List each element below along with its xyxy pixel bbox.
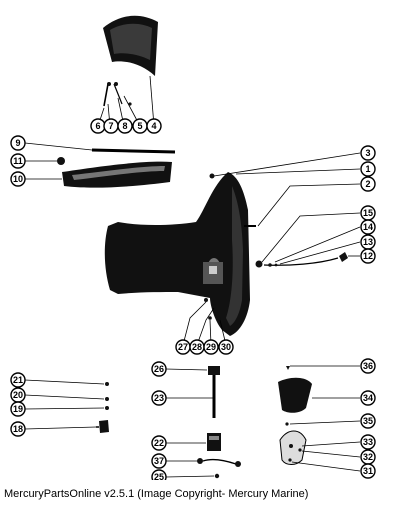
svg-text:8: 8 <box>122 121 127 131</box>
callout-30: 30 <box>218 339 234 355</box>
callout-7: 7 <box>103 118 119 134</box>
drive-shaft-housing-part <box>104 172 256 336</box>
svg-text:11: 11 <box>13 156 23 166</box>
leader-lines <box>24 75 361 478</box>
exhaust-tube-part <box>62 161 172 188</box>
callout-9: 9 <box>10 135 26 151</box>
svg-text:5: 5 <box>137 121 142 131</box>
svg-text:9: 9 <box>15 138 20 148</box>
callout-27: 27 <box>175 339 191 355</box>
shift-link-part <box>255 252 348 268</box>
svg-text:18: 18 <box>13 424 23 434</box>
callout-2: 2 <box>360 176 376 192</box>
cable-part <box>197 458 241 467</box>
svg-text:28: 28 <box>192 342 202 352</box>
callout-15: 15 <box>360 205 376 221</box>
callout-28: 28 <box>189 339 205 355</box>
svg-text:33: 33 <box>363 437 373 447</box>
callout-25: 25 <box>151 469 167 480</box>
copyright-caption: MercuryPartsOnline v2.5.1 (Image Copyrig… <box>4 488 309 500</box>
svg-text:1: 1 <box>365 164 370 174</box>
svg-text:3: 3 <box>365 148 370 158</box>
callout-31: 31 <box>360 463 376 479</box>
callout-18: 18 <box>10 421 26 437</box>
svg-text:27: 27 <box>178 342 188 352</box>
svg-text:22: 22 <box>154 438 164 448</box>
callout-12: 12 <box>360 248 376 264</box>
callout-3: 3 <box>360 145 376 161</box>
grip-cover-part <box>278 377 312 413</box>
svg-text:21: 21 <box>13 375 23 385</box>
plug-part <box>209 173 215 179</box>
svg-text:29: 29 <box>206 342 216 352</box>
cowl-band-part <box>103 15 158 76</box>
bolt-part <box>208 366 220 418</box>
svg-text:2: 2 <box>365 179 370 189</box>
svg-text:7: 7 <box>108 121 113 131</box>
svg-text:6: 6 <box>95 121 100 131</box>
callout-4: 4 <box>146 118 162 134</box>
svg-text:36: 36 <box>363 361 373 371</box>
callout-29: 29 <box>203 339 219 355</box>
long-rod-part <box>91 148 176 154</box>
svg-text:34: 34 <box>363 393 373 403</box>
svg-text:12: 12 <box>363 251 373 261</box>
callout-1: 1 <box>360 161 376 177</box>
callout-26: 26 <box>151 361 167 377</box>
svg-text:14: 14 <box>363 222 373 232</box>
svg-text:25: 25 <box>154 472 164 480</box>
callout-19: 19 <box>10 401 26 417</box>
callout-34: 34 <box>360 390 376 406</box>
callout-20: 20 <box>10 387 26 403</box>
callout-10: 10 <box>10 171 26 187</box>
svg-text:4: 4 <box>151 121 156 131</box>
svg-text:23: 23 <box>154 393 164 403</box>
callout-23: 23 <box>151 390 167 406</box>
callout-8: 8 <box>117 118 133 134</box>
svg-text:15: 15 <box>363 208 373 218</box>
svg-text:13: 13 <box>363 237 373 247</box>
svg-text:10: 10 <box>13 174 23 184</box>
cylinder-part <box>207 433 221 451</box>
housing-fasteners-part <box>204 298 221 320</box>
svg-text:31: 31 <box>363 466 373 476</box>
parts-diagram: 6 7 8 5 4 9 11 10 3 1 2 15 14 13 12 27 2… <box>10 15 376 480</box>
svg-text:20: 20 <box>13 390 23 400</box>
svg-text:37: 37 <box>154 456 164 466</box>
svg-text:35: 35 <box>363 416 373 426</box>
callout-13: 13 <box>360 234 376 250</box>
small-screw-part <box>214 473 220 479</box>
bracket-part <box>279 366 307 465</box>
callout-22: 22 <box>151 435 167 451</box>
small-hardware-part <box>96 382 109 433</box>
washer-part <box>57 157 65 165</box>
svg-text:32: 32 <box>363 452 373 462</box>
callout-11: 11 <box>10 153 26 169</box>
callout-5: 5 <box>132 118 148 134</box>
callout-35: 35 <box>360 413 376 429</box>
callout-36: 36 <box>360 358 376 374</box>
callout-37: 37 <box>151 453 167 469</box>
callout-14: 14 <box>360 219 376 235</box>
callout-33: 33 <box>360 434 376 450</box>
svg-text:19: 19 <box>13 404 23 414</box>
callout-6: 6 <box>90 118 106 134</box>
link-rods-part <box>103 82 132 107</box>
callout-32: 32 <box>360 449 376 465</box>
svg-text:26: 26 <box>154 364 164 374</box>
callout-21: 21 <box>10 372 26 388</box>
svg-text:30: 30 <box>221 342 231 352</box>
